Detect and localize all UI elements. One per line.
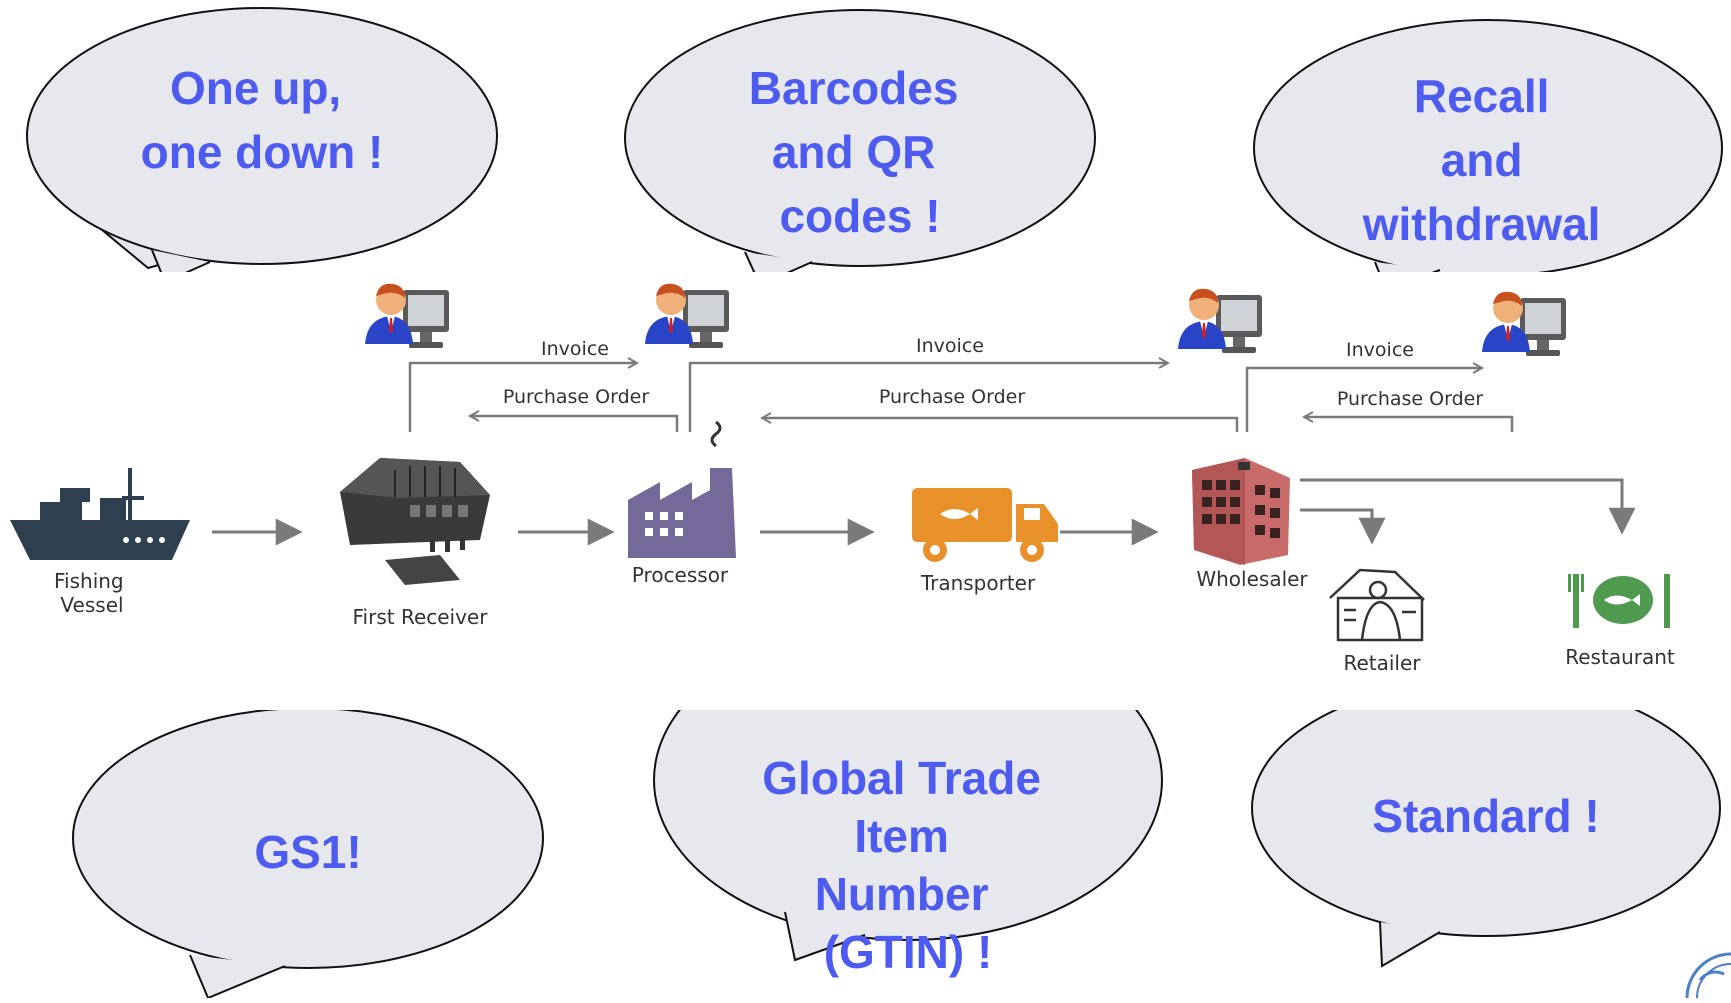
bubble-barcodes-line: codes !	[779, 190, 940, 242]
bubble-standard-line: Standard !	[1372, 790, 1599, 842]
purchase-order-arrow	[1304, 417, 1514, 432]
truck-icon	[912, 488, 1058, 562]
bubble-recall: Recall and withdrawal !	[1253, 19, 1723, 314]
shop-icon	[1329, 568, 1425, 642]
purchase-order-label: Purchase Order	[1337, 388, 1484, 410]
warehouse-icon	[340, 458, 490, 585]
purchase-order-arrow	[762, 418, 1239, 432]
purchase-order-label: Purchase Order	[879, 386, 1026, 408]
bubble-barcodes: Barcodes and QR codes !	[624, 9, 1096, 287]
bubble-one-up: One up, one down !	[26, 7, 498, 284]
purchase-order-arrow	[470, 416, 679, 432]
flow-lines	[408, 363, 1514, 432]
bubble-one-up-text: One up, one down !	[141, 62, 384, 178]
ship-icon	[10, 468, 190, 560]
invoice-label: Invoice	[541, 338, 609, 360]
bubble-recall-line: withdrawal	[1362, 198, 1601, 250]
wholesaler-label: Wholesaler	[1196, 567, 1308, 591]
building-icon	[1192, 458, 1290, 565]
invoice-arrow	[1245, 368, 1482, 432]
bubble-gs1-text: GS1!	[254, 826, 361, 878]
transporter-label: Transporter	[920, 571, 1036, 595]
bubble-gtin-line: (GTIN) !	[824, 926, 993, 978]
processor-label: Processor	[632, 563, 729, 587]
bubble-gtin-line: Item	[854, 810, 949, 862]
bubble-gtin-line: Number	[815, 868, 989, 920]
invoice-arrow	[688, 363, 1168, 432]
bubble-standard: Standard !	[1251, 679, 1721, 968]
bubble-gs1: GS1!	[72, 707, 544, 1000]
fishing-vessel-label-line: Vessel	[60, 593, 123, 617]
diagram-panel-cover	[0, 272, 1731, 710]
fishing-vessel-label-line: Fishing	[54, 569, 124, 593]
bubble-standard-text: Standard !	[1372, 790, 1599, 842]
flow-arrow	[1300, 478, 1636, 535]
bubble-recall-line: and	[1441, 134, 1523, 186]
bubble-one-up-line: One up,	[170, 62, 341, 114]
restaurant-label: Restaurant	[1565, 645, 1675, 669]
plate-icon	[1568, 574, 1670, 628]
bubble-gtin-text: Global Trade Item Number (GTIN) !	[762, 752, 1053, 978]
supply-chain-arrows	[212, 478, 1636, 546]
bubble-gtin-line: Global Trade	[762, 752, 1041, 804]
bubble-recall-line: Recall	[1414, 70, 1550, 122]
retailer-label: Retailer	[1343, 651, 1421, 675]
fishing-vessel-label: Fishing Vessel	[54, 569, 130, 617]
purchase-order-label: Purchase Order	[503, 386, 650, 408]
bubble-gs1-line: GS1!	[254, 826, 361, 878]
invoice-label: Invoice	[916, 335, 984, 357]
invoice-label: Invoice	[1346, 339, 1414, 361]
invoice-arrow	[408, 363, 637, 432]
bubble-barcodes-text: Barcodes and QR codes !	[749, 62, 971, 242]
bubble-one-up-line: one down !	[141, 126, 384, 178]
bubble-barcodes-line: Barcodes	[749, 62, 959, 114]
flow-arrow	[1300, 508, 1386, 545]
factory-icon	[628, 420, 736, 558]
first-receiver-label: First Receiver	[353, 605, 489, 629]
logo-icon	[1685, 952, 1731, 1003]
bubble-barcodes-line: and QR	[772, 126, 936, 178]
